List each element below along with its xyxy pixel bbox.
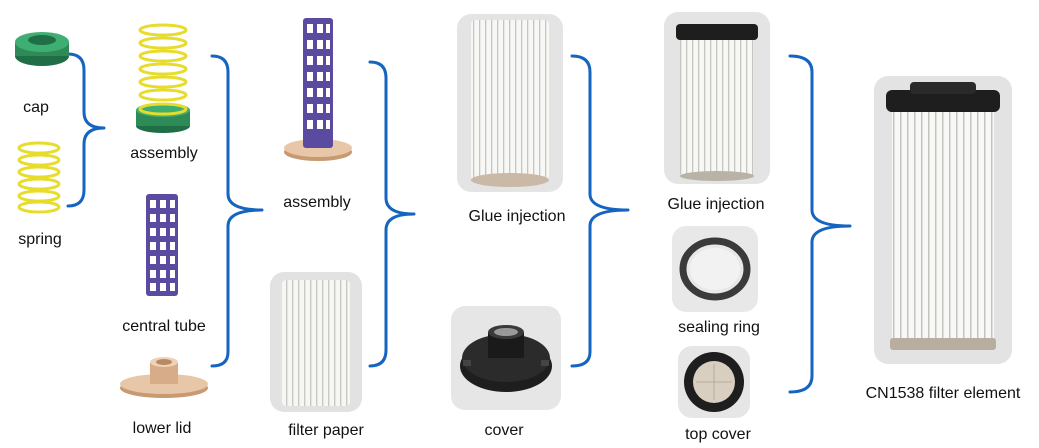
bracket-spring-tube-lid bbox=[210, 54, 264, 368]
glue-injection-photo-1 bbox=[457, 14, 563, 192]
label-central-tube: central tube bbox=[122, 318, 206, 335]
bracket-tube-paper bbox=[368, 60, 416, 368]
sealing-ring-illustration bbox=[679, 237, 751, 301]
sealing-ring-photo bbox=[672, 226, 758, 312]
label-assembly-spring-cap: assembly bbox=[130, 145, 198, 162]
tube-lid-assembly-illustration bbox=[284, 18, 352, 161]
bracket-glue-cover bbox=[570, 54, 630, 368]
glue-injection-photo-2 bbox=[664, 12, 770, 184]
label-sealing-ring: sealing ring bbox=[678, 319, 760, 336]
spring-illustration bbox=[17, 141, 61, 214]
label-filter-paper: filter paper bbox=[288, 422, 364, 439]
label-glue-injection-1: Glue injection bbox=[468, 208, 566, 225]
bracket-cap-spring bbox=[66, 52, 106, 208]
label-cap: cap bbox=[23, 99, 49, 116]
label-lower-lid: lower lid bbox=[132, 420, 192, 437]
central-tube-illustration bbox=[146, 194, 178, 296]
filter-paper-illustration bbox=[282, 280, 350, 406]
glue-injection-1-illustration bbox=[471, 20, 549, 187]
top-cover-photo bbox=[678, 346, 750, 418]
cap-illustration bbox=[15, 32, 69, 66]
label-spring: spring bbox=[18, 231, 62, 248]
glue-injection-2-illustration bbox=[676, 24, 758, 181]
final-filter-element-illustration bbox=[886, 82, 1000, 350]
label-cover: cover bbox=[484, 422, 524, 439]
filter-paper-photo bbox=[270, 272, 362, 412]
label-assembly-tube-lid: assembly bbox=[283, 194, 351, 211]
label-top-cover: top cover bbox=[685, 426, 751, 443]
final-filter-element-photo bbox=[874, 76, 1012, 364]
lower-lid-illustration bbox=[120, 357, 208, 398]
cover-illustration bbox=[460, 325, 552, 392]
cover-photo bbox=[451, 306, 561, 410]
spring-cap-assembly-illustration bbox=[136, 23, 190, 133]
top-cover-illustration bbox=[684, 352, 744, 412]
label-final-filter-element: CN1538 filter element bbox=[865, 385, 1021, 402]
label-glue-injection-2: Glue injection bbox=[667, 196, 765, 213]
bracket-final bbox=[788, 54, 852, 394]
